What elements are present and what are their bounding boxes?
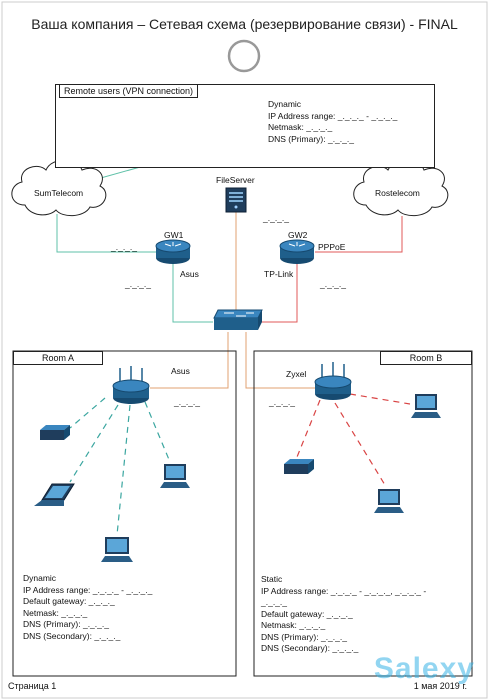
remote-users-label: Remote users (VPN connection): [59, 84, 199, 98]
gw1-vendor: Asus: [180, 269, 199, 279]
link-switch-routerB: [245, 332, 316, 389]
room-b-router-ip: _._._._: [269, 397, 295, 407]
router-icon: [279, 239, 315, 264]
gw2-ip-below: _._._._: [320, 279, 346, 289]
router-icon: [155, 239, 191, 264]
room-a-info-line: Default gateway: _._._._: [23, 596, 115, 606]
room-a-info-line: IP Address range: _._._._ - _._._._: [23, 584, 153, 595]
desktop-icon: [411, 394, 441, 418]
gw2-protocol: PPPoE: [318, 242, 346, 252]
room-a-info-line: Dynamic: [23, 573, 57, 583]
fileserver-ip: _._._._: [263, 213, 289, 223]
remote-info: Dynamic IP Address range: _._._._ - _._.…: [268, 99, 397, 145]
room-a-box: [12, 350, 237, 677]
remote-info-line: DNS (Primary): _._._._: [268, 133, 354, 144]
desktop-icon: [374, 489, 404, 513]
room-b-info-line: Default gateway: _._._._: [261, 608, 353, 619]
room-b-info: Static IP Address range: _._._._ - _._._…: [261, 574, 426, 655]
ring-icon: [227, 39, 261, 73]
footer-page: Страница 1: [8, 681, 57, 691]
remote-users-box: [55, 84, 435, 168]
room-a-router-vendor: Asus: [171, 366, 190, 376]
room-b-info-line: _._._._: [261, 597, 287, 607]
wifi-link-a3: [116, 404, 131, 536]
link-gw1-switch: [172, 262, 213, 323]
room-b-info-line: Static: [261, 574, 283, 584]
wifi-link-b1: [349, 393, 411, 405]
room-a-router-ip: _._._._: [174, 397, 200, 407]
gw1-name: GW1: [164, 230, 184, 240]
cloud-label-rostelecom: Rostelecom: [375, 188, 420, 198]
room-b-label: Room B: [380, 351, 472, 365]
room-a-info: Dynamic IP Address range: _._._._ - _._.…: [23, 573, 152, 642]
room-b-info-line: DNS (Primary): _._._._: [261, 631, 347, 642]
desktop-icon: [101, 537, 133, 562]
laptop-icon: [34, 483, 75, 506]
gw2-name: GW2: [288, 230, 308, 240]
footer-date: 1 мая 2019 г.: [413, 681, 467, 691]
gw2-vendor: TP-Link: [264, 269, 294, 279]
wifi-link-a1: [69, 397, 106, 429]
wireless-router-icon: [314, 362, 352, 400]
wifi-link-a2: [69, 404, 119, 483]
desktop-icon: [160, 464, 190, 488]
watermark-logo: Salexy: [373, 652, 475, 685]
remote-info-line: Dynamic: [268, 99, 302, 109]
wifi-link-a4: [144, 401, 171, 463]
room-b-info-line: IP Address range: _._._._ - _._._._, _._…: [261, 585, 427, 596]
link-switch-routerA: [150, 332, 229, 389]
room-a-info-line: DNS (Primary): _._._._: [23, 619, 109, 629]
cloud-icon: [353, 159, 449, 217]
wifi-link-b2: [294, 399, 321, 463]
printer-icon: [284, 459, 314, 474]
room-a-info-line: Netmask: _._._._: [23, 607, 88, 618]
wireless-router-icon: [112, 366, 150, 404]
wifi-link-b3: [334, 402, 386, 486]
room-b-info-line: Netmask: _._._._: [261, 620, 326, 630]
room-a-label: Room A: [13, 351, 103, 365]
fileserver-label: FileServer: [216, 175, 255, 185]
room-a-info-line: DNS (Secondary): _._._._: [23, 630, 121, 641]
link-gw2-switch: [258, 262, 298, 323]
link-rostelecom-gw2: [315, 216, 403, 253]
page-title: Ваша компания – Сетевая схема (резервиро…: [31, 16, 458, 32]
room-b-router-vendor: Zyxel: [286, 369, 307, 379]
room-b-box: [253, 350, 473, 677]
room-b-info-line: DNS (Secondary): _._._._: [261, 643, 359, 653]
switch-icon: [213, 309, 263, 330]
cloud-label-sumtelecom: SumTelecom: [34, 188, 84, 198]
printer-icon: [40, 425, 70, 440]
cloud-icon: [11, 159, 107, 217]
gw1-ip-left: _._._._: [111, 242, 137, 252]
gw1-ip-below: _._._._: [125, 279, 151, 289]
remote-info-line: IP Address range: _._._._ - _._._._: [268, 110, 398, 121]
link-sumtelecom-gw1: [56, 214, 160, 253]
remote-info-line: Netmask: _._._._: [268, 122, 333, 132]
server-icon: [225, 187, 247, 213]
